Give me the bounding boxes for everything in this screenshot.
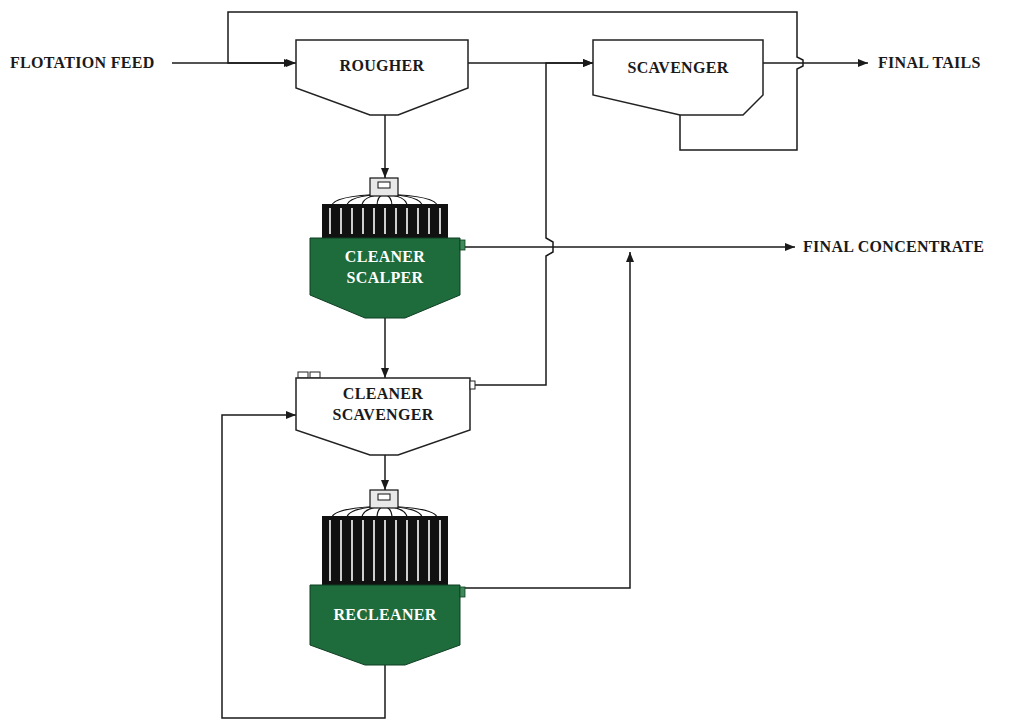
cell-tab [298,372,308,378]
distributor-box [370,178,398,196]
launder-fins [330,520,440,581]
flotation-cell: CLEANER SCAVENGER [296,378,470,455]
cell-outlet [470,381,475,389]
unit-name: CLEANER SCAVENGER [307,384,459,426]
cell-outline [310,490,460,665]
stream-label: FINAL TAILS [876,54,983,72]
flotation-cell [593,40,763,115]
flotation-cell: ROUGHER [296,40,468,115]
flow-line [228,12,803,150]
concentrate-line [460,252,630,588]
unit-name: RECLEANER [333,605,436,626]
column-cell: CLEANER SCALPER [310,178,460,318]
flow-line [384,455,386,490]
flotation-cell: SCAVENGER [593,40,763,115]
text-region: CLEANER SCALPER [314,240,456,295]
unit-name: CLEANER SCALPER [321,247,449,289]
column-cell: RECLEANER [310,490,460,665]
launder-fins [322,204,448,238]
stream-label: FINAL CONCENTRATE [801,238,986,256]
launder-fins [330,208,440,234]
flow-line [384,318,386,378]
column-outlet [460,587,465,597]
flow-line [475,63,593,385]
text-region: ROUGHER [296,44,468,88]
flow-line [384,115,386,178]
cell-outline [296,40,468,115]
flotation-column [310,238,460,318]
tails-line [763,62,868,64]
stream-label: FLOTATION FEED [8,54,157,72]
cell-outline [593,40,763,115]
column-outlet [460,240,465,250]
text-region: RECLEANER [314,588,456,643]
distributor-box [378,182,390,188]
flotation-cell [296,40,468,115]
flotation-column [310,585,460,665]
unit-name: SCAVENGER [627,58,728,79]
cell-tab [310,372,320,378]
distributor-box [378,494,390,500]
unit-name: ROUGHER [340,56,425,77]
flotation-cell [296,378,470,455]
text-region: SCAVENGER [593,44,763,92]
distributor-box [370,490,398,508]
text-region: CLEANER SCAVENGER [300,380,466,430]
launder-fins [322,516,448,585]
concentrate-line [460,246,795,248]
